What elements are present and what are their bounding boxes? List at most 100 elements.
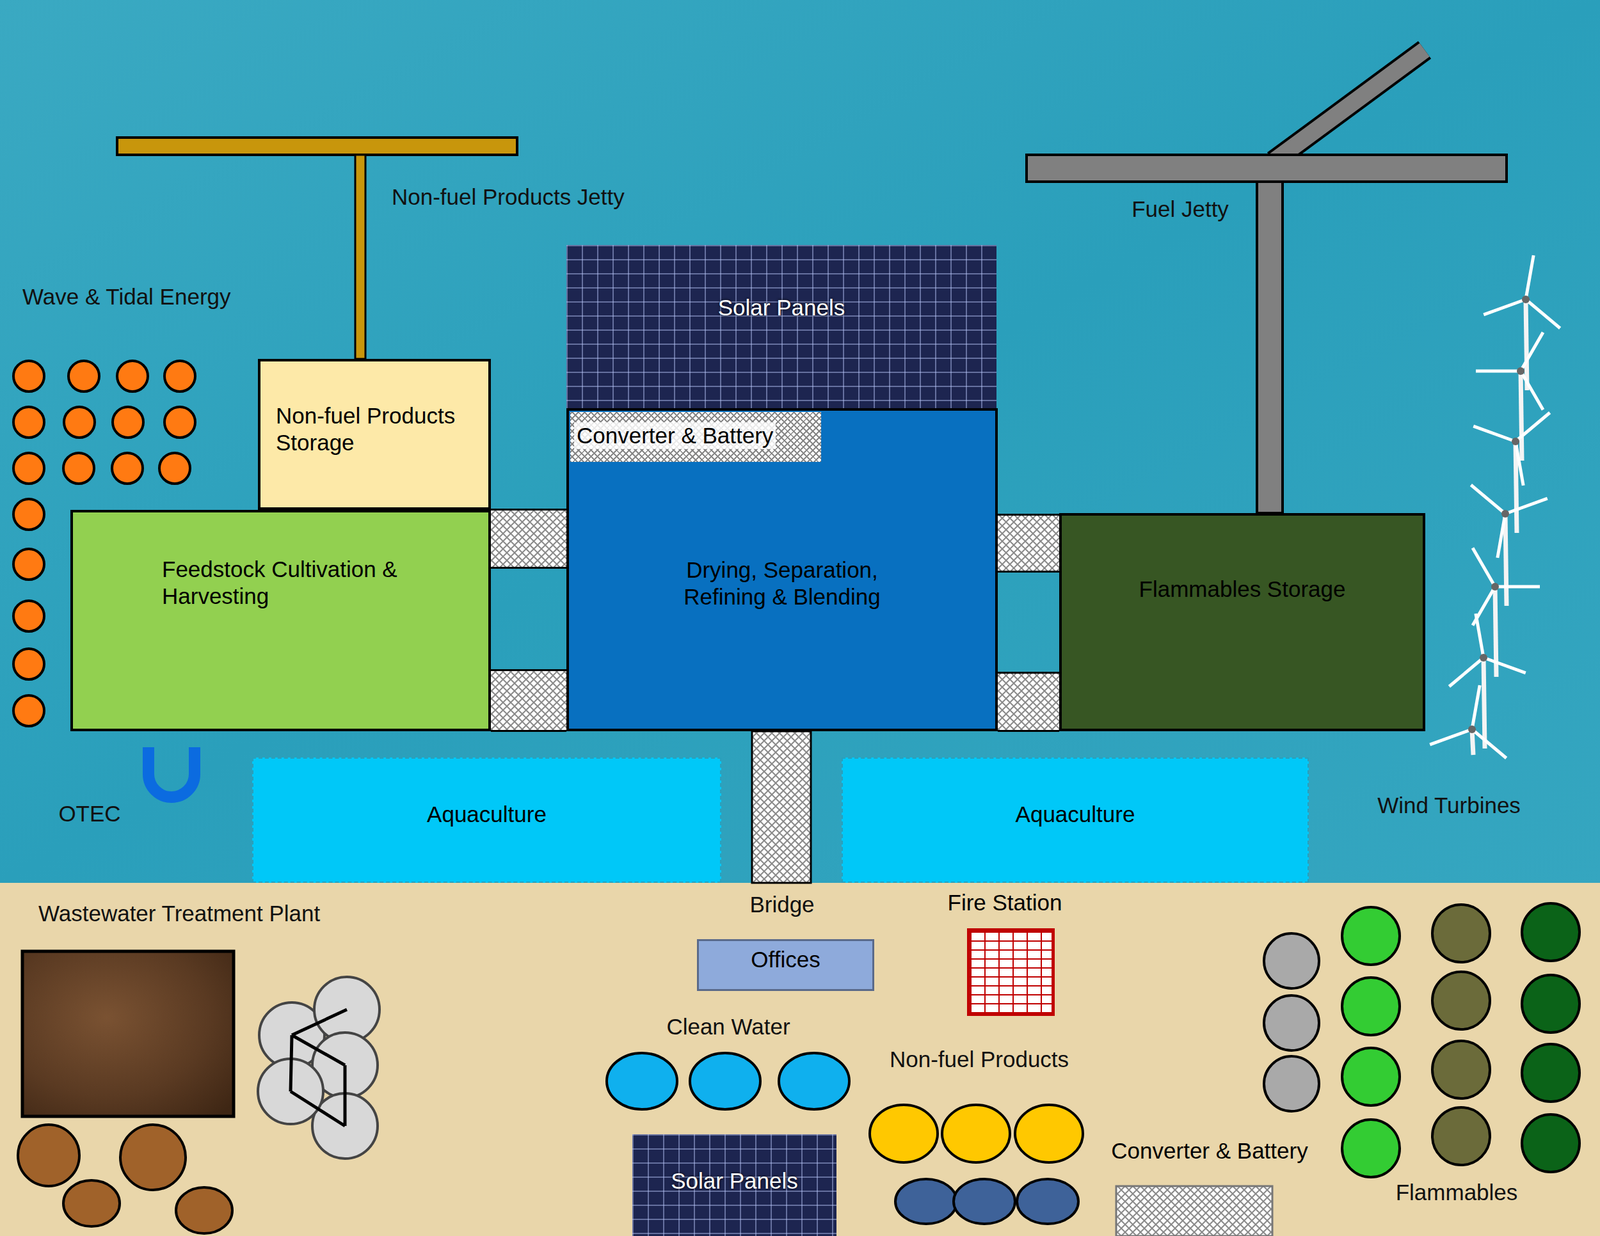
otec-pipe (148, 747, 195, 798)
turbine-blade (1483, 299, 1526, 315)
turbine-blade (1429, 729, 1472, 745)
turbine-blade (1472, 729, 1507, 759)
jetty-arm (1273, 49, 1425, 162)
turbine-tower (1472, 729, 1474, 756)
non-fuel-jetty (117, 137, 518, 360)
walkway-connector (490, 671, 567, 731)
clean-water-tank (606, 1053, 678, 1110)
turbine-tower (1525, 299, 1528, 391)
sea (0, 0, 1600, 884)
wave-buoy (112, 407, 144, 438)
product-tank (942, 1105, 1010, 1163)
flammable-tank (1342, 1048, 1400, 1106)
turbine-blade (1483, 657, 1526, 674)
walkway-outline (997, 672, 1060, 733)
walkway-connector (997, 673, 1060, 731)
clean-water-tank (778, 1053, 850, 1110)
node-label: Aquaculture (1015, 801, 1136, 829)
turbine-tower (1483, 657, 1485, 749)
turbine-hub (1491, 583, 1499, 591)
sludge-tank (17, 1125, 80, 1187)
turbine-blade (1497, 513, 1506, 559)
turbine-blade (1475, 613, 1484, 658)
area-label: Flammables (1395, 1179, 1519, 1207)
walkway-connector (490, 510, 567, 568)
turbine-blade (1473, 426, 1516, 442)
flammable-tank (1342, 977, 1400, 1036)
flammable-tank (1432, 1107, 1490, 1166)
area-label: Non-fuel Products Jetty (391, 183, 625, 211)
walkway-outline (997, 513, 1060, 573)
turbine-blade (1505, 498, 1548, 514)
wave-buoy (13, 360, 45, 392)
flammable-tank (1432, 1041, 1490, 1099)
area-label: Bridge (749, 891, 815, 919)
turbine-blade (1470, 485, 1506, 514)
area-label: Fuel Jetty (1131, 195, 1229, 223)
product-tank (895, 1179, 957, 1225)
jetty-arm-outline (1273, 49, 1425, 162)
node-label: Drying, Separation, Refining & Blending (657, 556, 907, 611)
flammable-tank (1521, 903, 1580, 962)
turbine-hub (1521, 295, 1530, 304)
turbine-blade (1520, 371, 1544, 411)
sludge-tank (120, 1125, 186, 1191)
turbine-hub (1511, 437, 1520, 446)
area-label: Wave & Tidal Energy (22, 283, 232, 311)
jetty-stem (355, 154, 366, 360)
process-box: Feedstock Cultivation & Harvesting (70, 510, 491, 732)
flammable-tank (1264, 1056, 1320, 1112)
product-tank (953, 1179, 1016, 1225)
turbine-blade (1525, 299, 1561, 329)
clean-water-tank (689, 1053, 761, 1110)
flammable-tank (1342, 907, 1400, 966)
turbine-blade (1520, 332, 1544, 372)
office-building: Offices (696, 939, 875, 992)
node-label: Offices (750, 946, 820, 974)
walkway-outline (490, 508, 567, 569)
wave-buoy (164, 360, 196, 392)
wave-buoy (64, 407, 95, 438)
fuel-jetty (1026, 49, 1507, 514)
node-label: Solar Panels (670, 1168, 798, 1195)
turbine-hub (1468, 725, 1476, 734)
jetty-deck (117, 137, 518, 155)
flammable-tank (1521, 975, 1580, 1033)
wave-buoy (13, 648, 45, 680)
storage-box: Non-fuel Products Storage (257, 359, 491, 511)
flammable-tank (1342, 1120, 1400, 1178)
flammable-tank (1264, 933, 1320, 989)
walkway-outline (490, 669, 567, 733)
turbine-blade (1495, 585, 1540, 589)
storage-box: Flammables Storage (1059, 513, 1426, 732)
area-label: Wastewater Treatment Plant (38, 900, 320, 928)
aquaculture-area: Aquaculture (252, 757, 722, 884)
turbine-blade (1515, 412, 1551, 442)
flammable-tank (1264, 995, 1320, 1051)
wave-buoy (159, 453, 191, 484)
area-label: Wind Turbines (1377, 792, 1521, 820)
turbine-hub (1501, 510, 1510, 518)
area-label: Non-fuel Products (889, 1046, 1069, 1074)
node-label: Flammables Storage (1139, 576, 1346, 603)
turbine-tower (1505, 513, 1507, 607)
sludge-tank (176, 1187, 233, 1234)
turbine-blade (1472, 685, 1480, 730)
wave-buoy (164, 407, 196, 438)
jetty-deck (1026, 154, 1507, 182)
turbine-blade (1472, 547, 1496, 587)
turbine-blade (1525, 255, 1534, 300)
sludge-tank (63, 1180, 120, 1227)
turbine-hub (1516, 367, 1525, 376)
wave-buoy (117, 360, 148, 392)
turbine-tower (1520, 371, 1522, 461)
converter-battery-unit (1116, 1186, 1273, 1236)
wave-buoy (68, 360, 100, 392)
converter-box: Converter & Battery (570, 412, 822, 463)
station-building (967, 928, 1055, 1017)
turbine-hub (1479, 654, 1488, 662)
product-tank (1016, 1179, 1079, 1225)
node-label: Solar Panels (718, 294, 845, 322)
wave-buoy (112, 453, 143, 484)
